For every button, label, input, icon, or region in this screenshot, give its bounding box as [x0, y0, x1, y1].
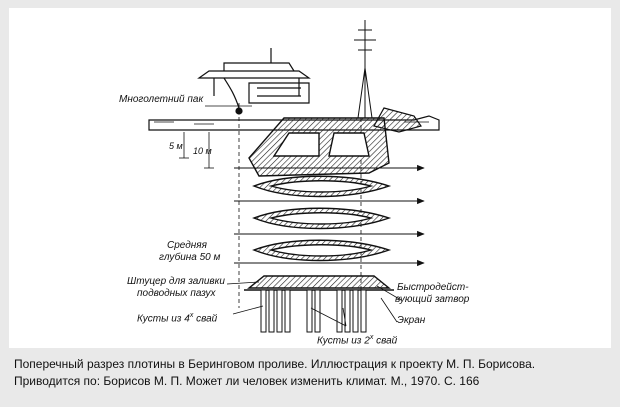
label-pile-clusters-4-sup: х: [189, 312, 194, 319]
label-fitting-1: Штуцер для заливки: [127, 276, 225, 287]
dam-cross-section-figure: Многолетний пак 5 м 10 м Средняя глубина…: [9, 8, 611, 348]
caption-line-1: Поперечный разрез плотины в Беринговом п…: [14, 357, 536, 371]
label-pile-clusters-2-sup: х: [369, 334, 374, 341]
label-pile-clusters-2: Кусты из 2х свай: [317, 332, 397, 346]
dam-cross-section-drawing: [148, 20, 440, 333]
label-fast-gate-1: Быстродейст-: [397, 282, 469, 293]
flow-arrows: [234, 164, 425, 267]
label-fast-gate-2: вующий затвор: [395, 294, 470, 305]
leader-lines: [205, 105, 402, 327]
label-mean-depth-2: глубина 50 м: [159, 252, 221, 263]
label-pile-clusters-2-end: свай: [373, 335, 398, 347]
antenna-mast: [354, 20, 376, 119]
label-fitting-2: подводных пазух: [137, 288, 216, 299]
label-pile-clusters-4-end: свай: [193, 313, 218, 325]
label-pile-clusters-4: Кусты из 4х свай: [137, 310, 217, 324]
foundation-base: [244, 275, 394, 291]
figure-caption: Поперечный разрез плотины в Беринговом п…: [14, 356, 610, 390]
label-depth-10m: 10 м: [193, 146, 212, 156]
caption-line-2: Приводится по: Борисов М. П. Может ли че…: [14, 374, 480, 388]
label-screen: Экран: [397, 315, 426, 326]
upper-chamber: [248, 117, 390, 177]
lens-compartments: [252, 175, 392, 262]
label-mean-depth-1: Средняя: [167, 240, 207, 251]
label-pile-clusters-2-text: Кусты из 2: [317, 335, 370, 347]
piles: [260, 289, 367, 333]
label-depth-5m: 5 м: [169, 141, 183, 151]
depth-dimensions: [179, 132, 214, 169]
label-ice-pack: Многолетний пак: [119, 94, 204, 105]
label-pile-clusters-4-text: Кусты из 4: [137, 313, 190, 325]
gantry-crane: [197, 48, 311, 115]
